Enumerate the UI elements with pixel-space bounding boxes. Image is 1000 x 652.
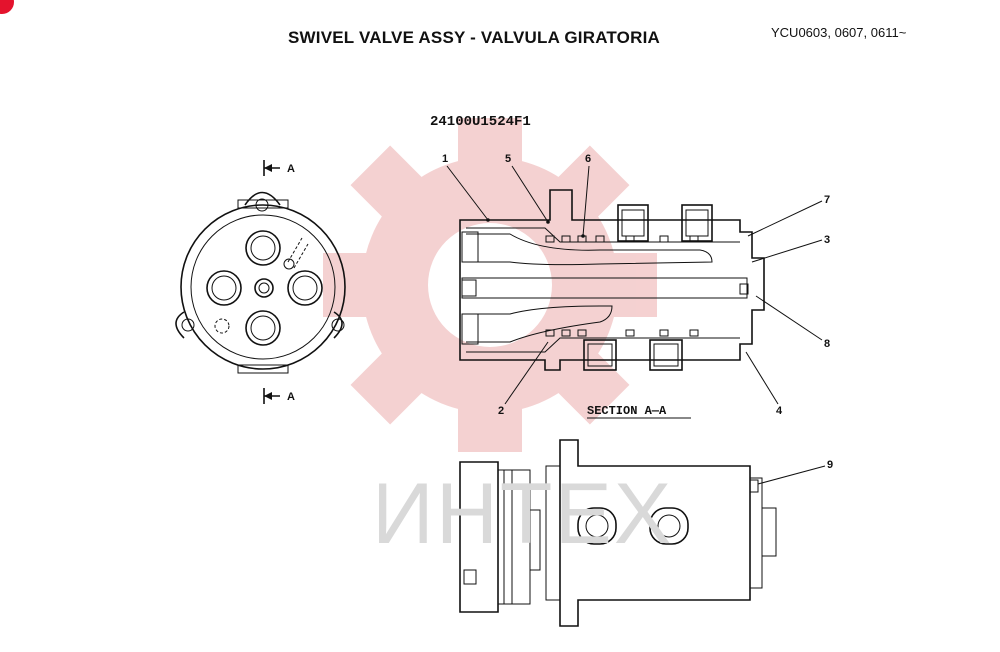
model-serials: YCU0603, 0607, 0611~ [771, 25, 907, 40]
callout-3: 3 [824, 234, 830, 246]
callout-5: 5 [505, 153, 511, 165]
callout-leaders [446, 165, 826, 485]
callout-2: 2 [498, 405, 504, 417]
end-view [175, 160, 346, 404]
part-code: 24100U1524F1 [430, 114, 531, 130]
callout-9: 9 [827, 459, 833, 471]
callout-8: 8 [824, 338, 830, 350]
callout-6: 6 [585, 153, 591, 165]
section-view [459, 189, 765, 371]
page-title: SWIVEL VALVE ASSY - VALVULA GIRATORIA [288, 28, 660, 47]
section-marker-bottom: A [287, 391, 295, 403]
watermark-gear [323, 118, 657, 452]
callout-7: 7 [824, 194, 830, 206]
callout-4: 4 [776, 405, 783, 417]
side-view [459, 439, 777, 627]
watermark-text: ИНТЕХ [372, 466, 674, 562]
section-marker-top: A [287, 163, 295, 175]
callout-1: 1 [442, 153, 448, 165]
section-label: SECTION A—A [587, 404, 667, 418]
